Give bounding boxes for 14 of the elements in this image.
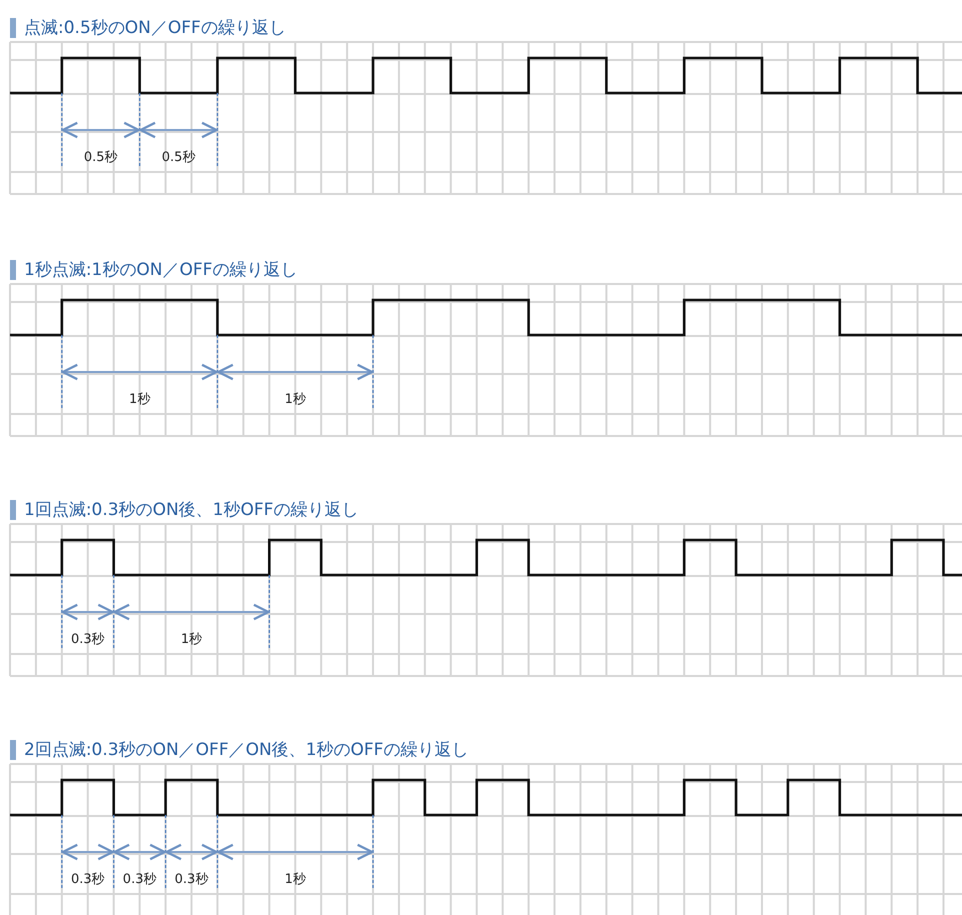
section-heading: 1回点滅:0.3秒のON後、1秒OFFの繰り返し [10, 500, 358, 520]
dimension-label: 0.5秒 [84, 150, 118, 166]
section-heading: 点滅:0.5秒のON／OFFの繰り返し [10, 18, 286, 38]
dimension-label: 1秒 [129, 392, 150, 408]
dimension-label: 0.3秒 [70, 632, 105, 648]
dimension-label: 0.3秒 [70, 872, 105, 888]
dimension-label: 0.5秒 [162, 150, 196, 166]
dimension-label: 0.3秒 [122, 872, 156, 888]
dimension-label: 0.3秒 [174, 872, 208, 888]
dimension-label: 1秒 [284, 872, 306, 888]
section-heading: 1秒点滅:1秒のON／OFFの繰り返し [10, 260, 298, 280]
dimension-label: 1秒 [180, 632, 202, 648]
dimension-label: 1秒 [284, 392, 306, 408]
section-heading: 2回点滅:0.3秒のON／OFF／ON後、1秒のOFFの繰り返し [10, 740, 468, 760]
